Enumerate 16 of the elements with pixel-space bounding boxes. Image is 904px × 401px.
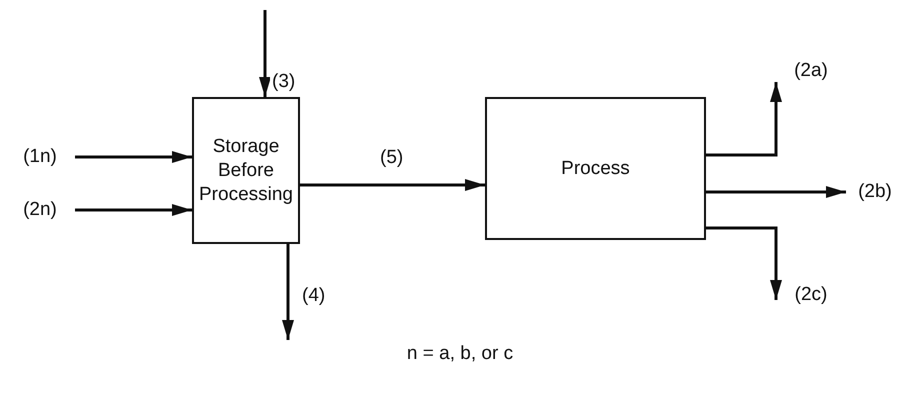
- node-label: (2a): [786, 58, 836, 84]
- arrow: [706, 82, 782, 156]
- note-text: n = a, b, or c: [406, 342, 514, 366]
- arrow: [706, 186, 846, 198]
- arrow: [706, 226, 782, 300]
- arrow: [75, 151, 192, 163]
- node-label: (2c): [786, 282, 836, 308]
- arrow: [259, 10, 271, 97]
- arrow: [75, 204, 192, 216]
- arrow: [282, 244, 294, 340]
- process-box: Storage Before Processing: [192, 97, 300, 244]
- node-label: (2b): [850, 179, 900, 205]
- node-label: (1n): [12, 144, 68, 170]
- node-label: (2n): [12, 197, 68, 223]
- process-box: Process: [485, 97, 706, 240]
- arrow: [300, 179, 485, 191]
